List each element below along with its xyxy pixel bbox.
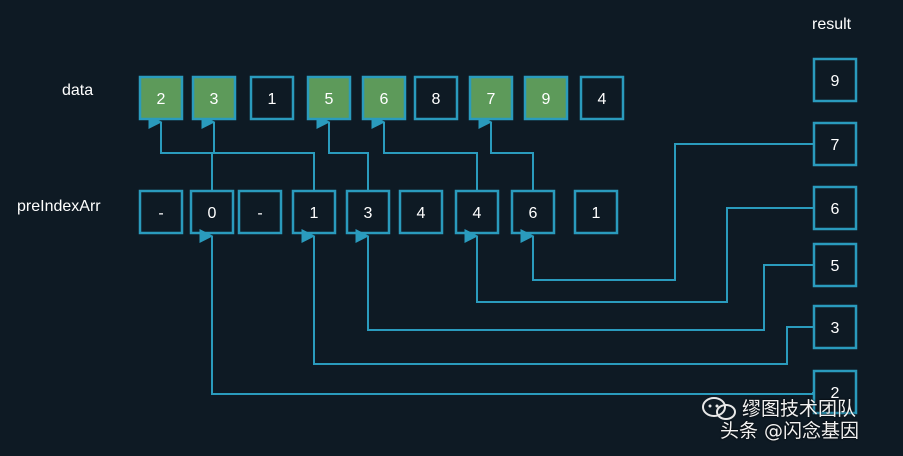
data-cell-box (579, 75, 625, 121)
result-cell: 3 (812, 304, 858, 350)
connector (316, 115, 369, 190)
data-cell-box (361, 75, 407, 121)
pre-index-row-label: preIndexArr (17, 198, 101, 215)
result-cell-value: 3 (831, 320, 840, 337)
data-cell-box (413, 75, 459, 121)
data-cell-value: 9 (542, 91, 551, 108)
result-cell-value: 2 (831, 385, 840, 402)
result-cell-box (812, 121, 858, 167)
pre-index-cell-box (189, 189, 235, 235)
result-cell-box (812, 242, 858, 288)
result-cell-box (812, 369, 858, 415)
pre-index-cell-value: 0 (208, 205, 217, 222)
pre-index-cell-value: 1 (592, 205, 601, 222)
data-cell-box (191, 75, 237, 121)
data-cell-value: 4 (598, 91, 607, 108)
pre-index-cell-value: - (158, 205, 163, 222)
connector (148, 115, 213, 190)
result-cell-value: 5 (831, 258, 840, 275)
pre-index-cell: 1 (291, 189, 337, 235)
pre-index-cell: 3 (345, 189, 391, 235)
data-cell: 8 (413, 75, 459, 121)
result-cell: 7 (812, 121, 858, 167)
result-cell: 5 (812, 242, 858, 288)
connector-lines (148, 115, 814, 395)
pre-index-cell-value: 6 (529, 205, 538, 222)
data-cell-box (523, 75, 569, 121)
pre-index-cell-box (237, 189, 283, 235)
pre-index-cell: 0 (189, 189, 235, 235)
watermark-line2: 头条 @闪念基因 (720, 420, 860, 442)
data-cell-value: 7 (487, 91, 496, 108)
result-cell-box (812, 185, 858, 231)
result-column-label: result (812, 16, 852, 33)
connector (201, 115, 315, 190)
watermark: 缪图技术团队 头条 @闪念基因 (700, 398, 859, 442)
data-cell-box (138, 75, 184, 121)
data-cell: 5 (306, 75, 352, 121)
connector (301, 229, 813, 365)
data-cell-box (468, 75, 514, 121)
result-cell: 6 (812, 185, 858, 231)
result-cell-box (812, 304, 858, 350)
data-cell: 3 (191, 75, 237, 121)
result-cell-box (812, 57, 858, 103)
data-row-label: data (62, 82, 94, 99)
pre-index-cell: 4 (398, 189, 444, 235)
result-cell: 2 (812, 369, 858, 415)
result-cell-value: 9 (831, 73, 840, 90)
data-cell-value: 6 (380, 91, 389, 108)
connector (478, 115, 534, 190)
data-cell-value: 2 (157, 91, 166, 108)
pre-index-cell-box (573, 189, 619, 235)
data-cell: 6 (361, 75, 407, 121)
pre-index-cell-value: 3 (364, 205, 373, 222)
result-cell: 9 (812, 57, 858, 103)
data-cell-value: 5 (325, 91, 334, 108)
data-cell: 4 (579, 75, 625, 121)
data-cell: 1 (249, 75, 295, 121)
pre-index-cell: 1 (573, 189, 619, 235)
connector (199, 229, 814, 395)
pre-index-cell: 6 (510, 189, 556, 235)
pre-index-cell-value: 1 (310, 205, 319, 222)
pre-index-array: - 0 - 1 3 4 4 6 1 (138, 189, 619, 235)
data-cell-value: 8 (432, 91, 441, 108)
pre-index-cell-value: - (257, 205, 262, 222)
pre-index-cell-box (291, 189, 337, 235)
pre-index-cell-box (454, 189, 500, 235)
watermark-line1: 缪图技术团队 (742, 398, 857, 420)
pre-index-cell: - (237, 189, 283, 235)
result-cell-value: 6 (831, 201, 840, 218)
result-cell-value: 7 (831, 137, 840, 154)
pre-index-cell-box (398, 189, 444, 235)
connector (464, 207, 813, 303)
pre-index-cell-box (138, 189, 184, 235)
data-cell: 7 (468, 75, 514, 121)
connector (371, 115, 478, 190)
data-cell-box (249, 75, 295, 121)
data-cell-value: 1 (268, 91, 277, 108)
pre-index-cell-value: 4 (473, 205, 482, 222)
connector (355, 229, 813, 331)
data-cell-box (306, 75, 352, 121)
pre-index-cell: 4 (454, 189, 500, 235)
connector (520, 143, 813, 281)
result-array: 9 7 6 5 3 2 (812, 57, 858, 415)
data-cell-value: 3 (210, 91, 219, 108)
pre-index-cell-box (510, 189, 556, 235)
data-cell: 9 (523, 75, 569, 121)
data-array: 2 3 1 5 6 8 7 9 4 (138, 75, 625, 121)
pre-index-cell-box (345, 189, 391, 235)
wechat-logo-icon (702, 397, 736, 420)
pre-index-cell-value: 4 (417, 205, 426, 222)
data-cell: 2 (138, 75, 184, 121)
pre-index-cell: - (138, 189, 184, 235)
